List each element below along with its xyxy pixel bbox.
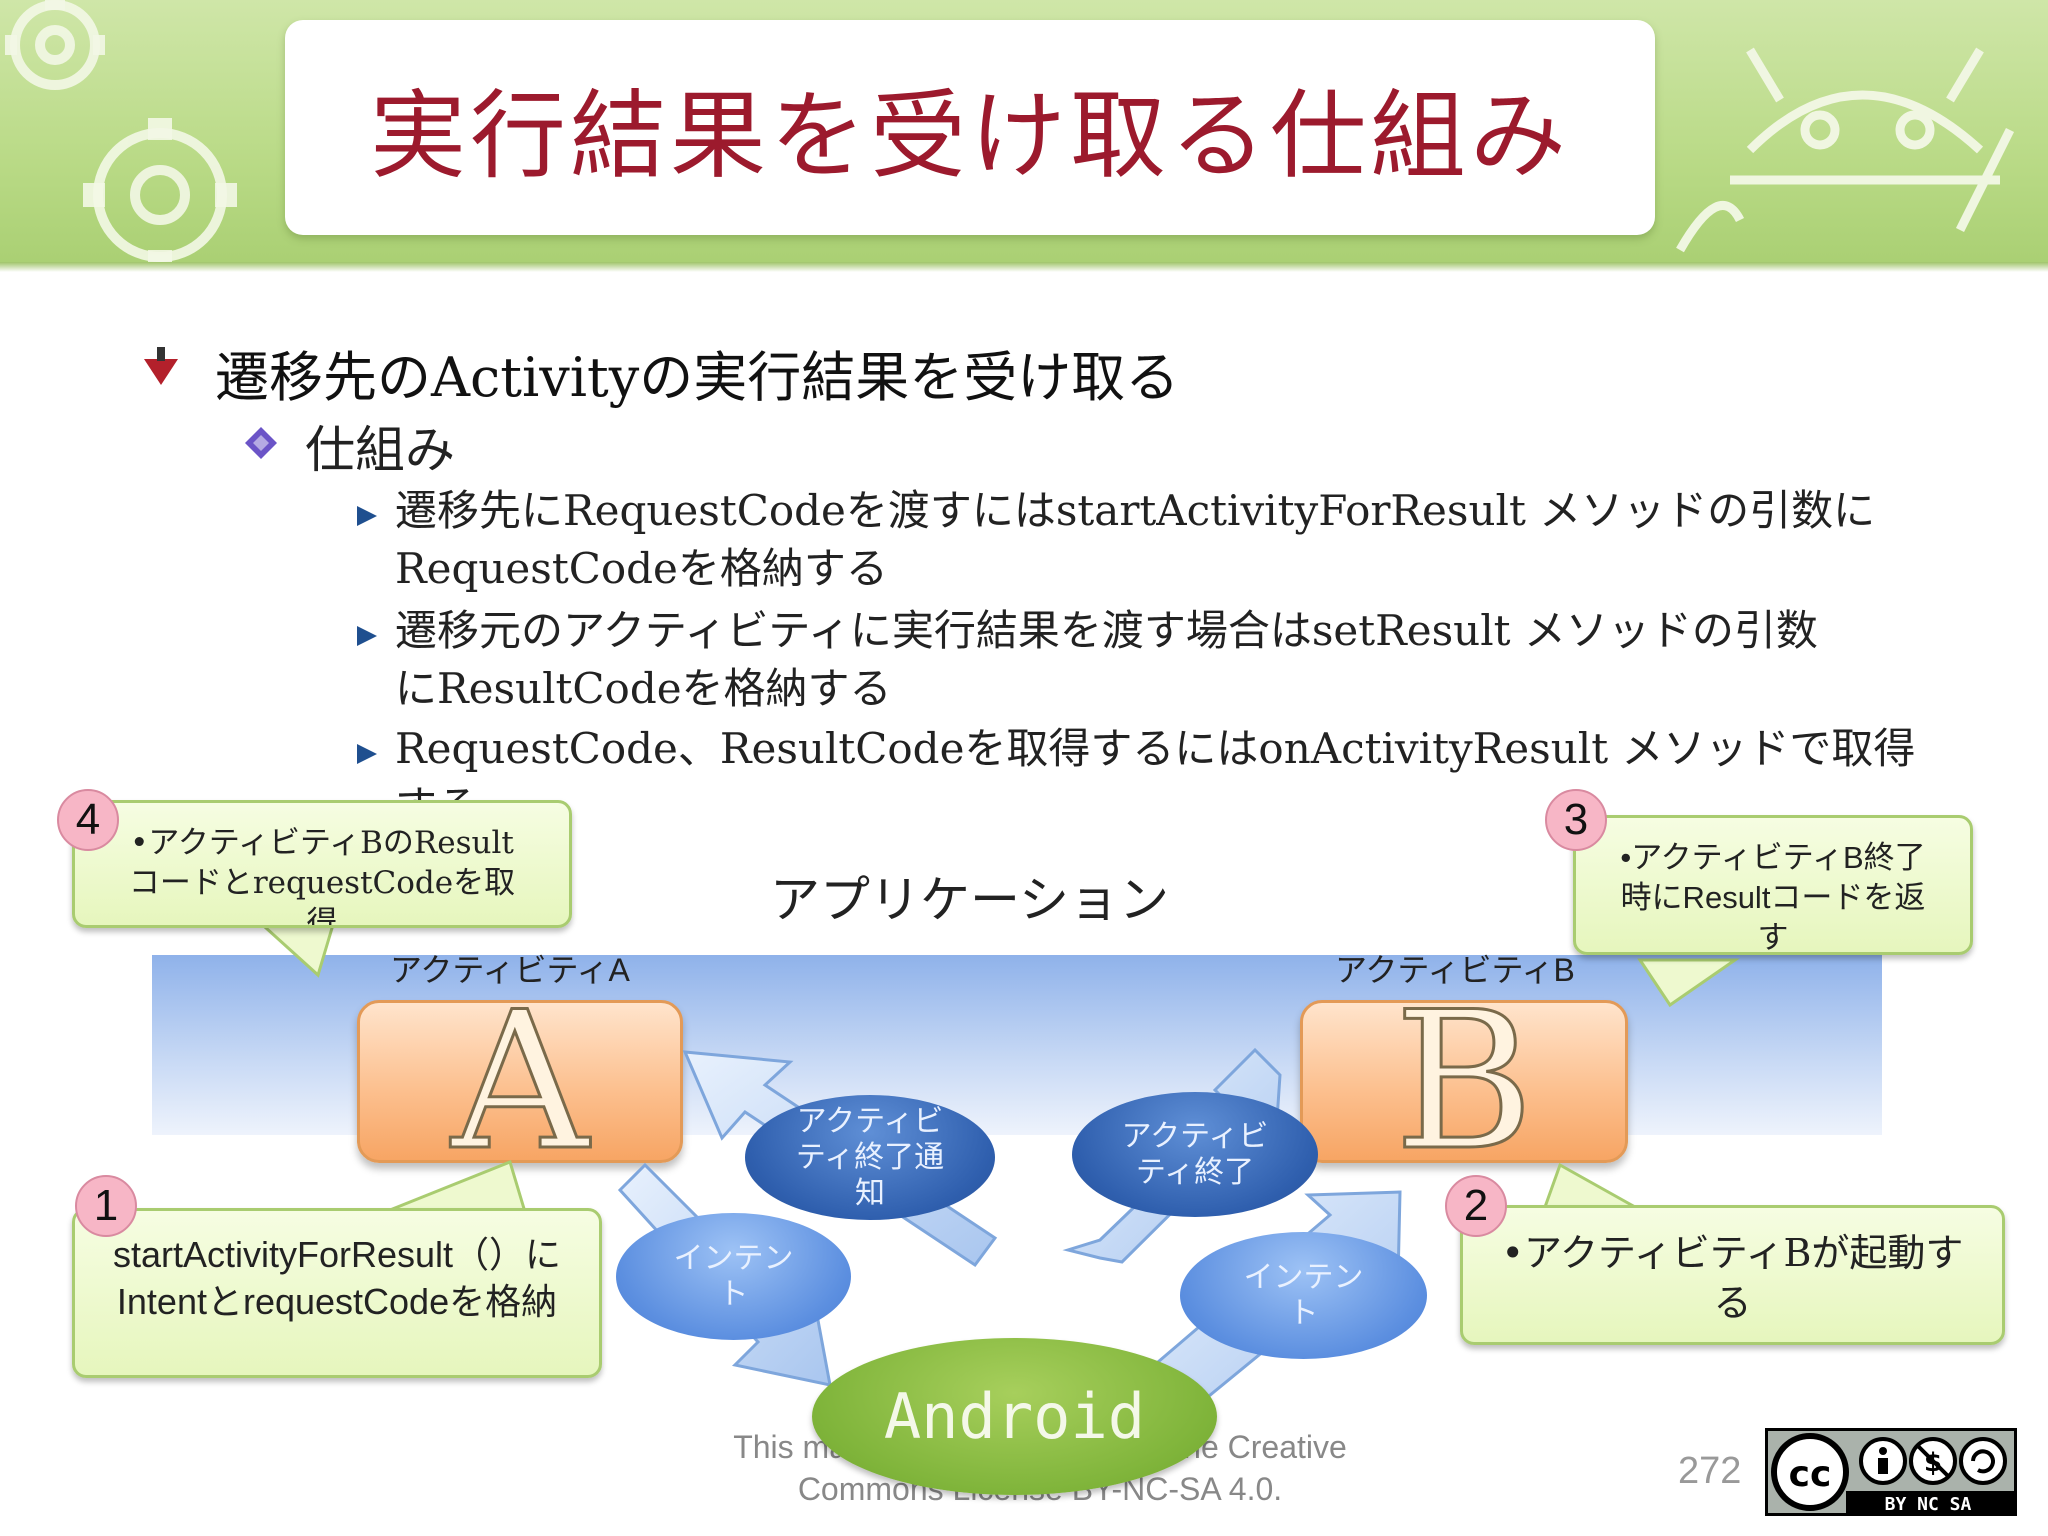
callout-1: startActivityForResult（）にIntentとrequestC… <box>72 1208 602 1378</box>
ellipse-intent-left-label: インテント <box>673 1240 794 1312</box>
callout-2: •アクティビティBが起動する <box>1460 1205 2005 1345</box>
bullet-level1: 遷移先のActivityの実行結果を受け取る <box>215 346 1180 409</box>
application-label: アプリケーション <box>770 871 1169 929</box>
activity-b-caption: アクティビティB <box>1335 952 1575 988</box>
sub-bullet-2: 遷移元のアクティビティに実行結果を渡す場合はsetResult メソッドの引数 … <box>395 602 1818 718</box>
android-robot-icon <box>1676 47 2015 253</box>
callout-4-text: •アクティビティBのResultコードとrequestCodeを取得 <box>128 825 516 928</box>
callout-2-text: •アクティビティBが起動する <box>1501 1231 1964 1325</box>
sub-bullet-3-line1: RequestCode、ResultCodeを取得するにはonActivityR… <box>395 724 1916 773</box>
triangle-bullet-icon <box>357 744 377 764</box>
slide-header: 実行結果を受け取る仕組み <box>0 0 2048 270</box>
ellipse-activity-finish-notify: アクティビティ終了通知 <box>745 1095 995 1220</box>
activity-b-box: B <box>1300 985 1628 1178</box>
page-title: 実行結果を受け取る仕組み <box>370 80 1570 192</box>
sub-bullet-3: RequestCode、ResultCodeを取得するにはonActivityR… <box>395 720 1915 806</box>
callout-3-text: •アクティビティB終了時にResultコードを返す <box>1620 840 1926 955</box>
cc-badge-text: BY NC SA <box>1885 1494 1972 1513</box>
activity-a-letter: A <box>450 970 590 1192</box>
callout2-pointer <box>1542 1162 1641 1209</box>
activity-a-box: A <box>357 985 683 1178</box>
title-box: 実行結果を受け取る仕組み <box>285 20 1655 235</box>
triangle-bullet-icon <box>357 626 377 646</box>
ellipse-intent-right-label: インテント <box>1243 1259 1364 1331</box>
step-badge-4: 4 <box>57 789 119 851</box>
cc-license-badge: cc $ BY NC SA <box>1765 1428 2017 1516</box>
ellipse-intent-left: インテント <box>616 1213 851 1340</box>
step-badge-1: 1 <box>75 1175 137 1237</box>
creative-commons-icon: cc $ BY NC SA <box>1771 1433 2014 1515</box>
header-divider <box>0 262 2048 272</box>
sub-bullet-1: 遷移先にRequestCodeを渡すにはstartActivityForResu… <box>395 482 1875 598</box>
sub-bullet-2-line1: 遷移元のアクティビティに実行結果を渡す場合はsetResult メソッドの引数 <box>395 606 1818 655</box>
diamond-bullet-icon <box>245 427 277 459</box>
svg-text:cc: cc <box>1789 1454 1832 1495</box>
activity-b-letter: B <box>1393 970 1536 1192</box>
ellipse-notify-label: アクティビティ終了通知 <box>795 1103 945 1211</box>
ellipse-intent-right: インテント <box>1180 1232 1427 1359</box>
sub-bullet-1-line1: 遷移先にRequestCodeを渡すにはstartActivityForResu… <box>395 486 1876 535</box>
callout3-pointer <box>1637 958 1740 1008</box>
triangle-bullet-icon <box>357 506 377 526</box>
ellipse-finish-label: アクティビティ終了 <box>1121 1118 1269 1190</box>
red-arrow-bullet-icon <box>144 347 178 385</box>
page-number: 272 <box>1678 1450 1742 1492</box>
callout-4: •アクティビティBのResultコードとrequestCodeを取得 <box>72 800 572 928</box>
step-badge-3: 3 <box>1545 789 1607 851</box>
sub-bullet-1-line2: RequestCodeを格納する <box>395 544 888 593</box>
callout-1-text: startActivityForResult（）にIntentとrequestC… <box>112 1234 562 1322</box>
android-platform-ellipse: Android <box>812 1338 1217 1495</box>
callout-3: •アクティビティB終了時にResultコードを返す <box>1573 815 1973 955</box>
ellipse-activity-finish: アクティビティ終了 <box>1072 1092 1318 1217</box>
sub-bullet-2-line2: にResultCodeを格納する <box>395 664 892 713</box>
android-label: Android <box>883 1380 1146 1453</box>
step-badge-2: 2 <box>1445 1175 1507 1237</box>
callout1-pointer <box>384 1159 528 1214</box>
bullet-level2: 仕組み <box>305 421 455 479</box>
activity-a-caption: アクティビティA <box>390 952 630 988</box>
